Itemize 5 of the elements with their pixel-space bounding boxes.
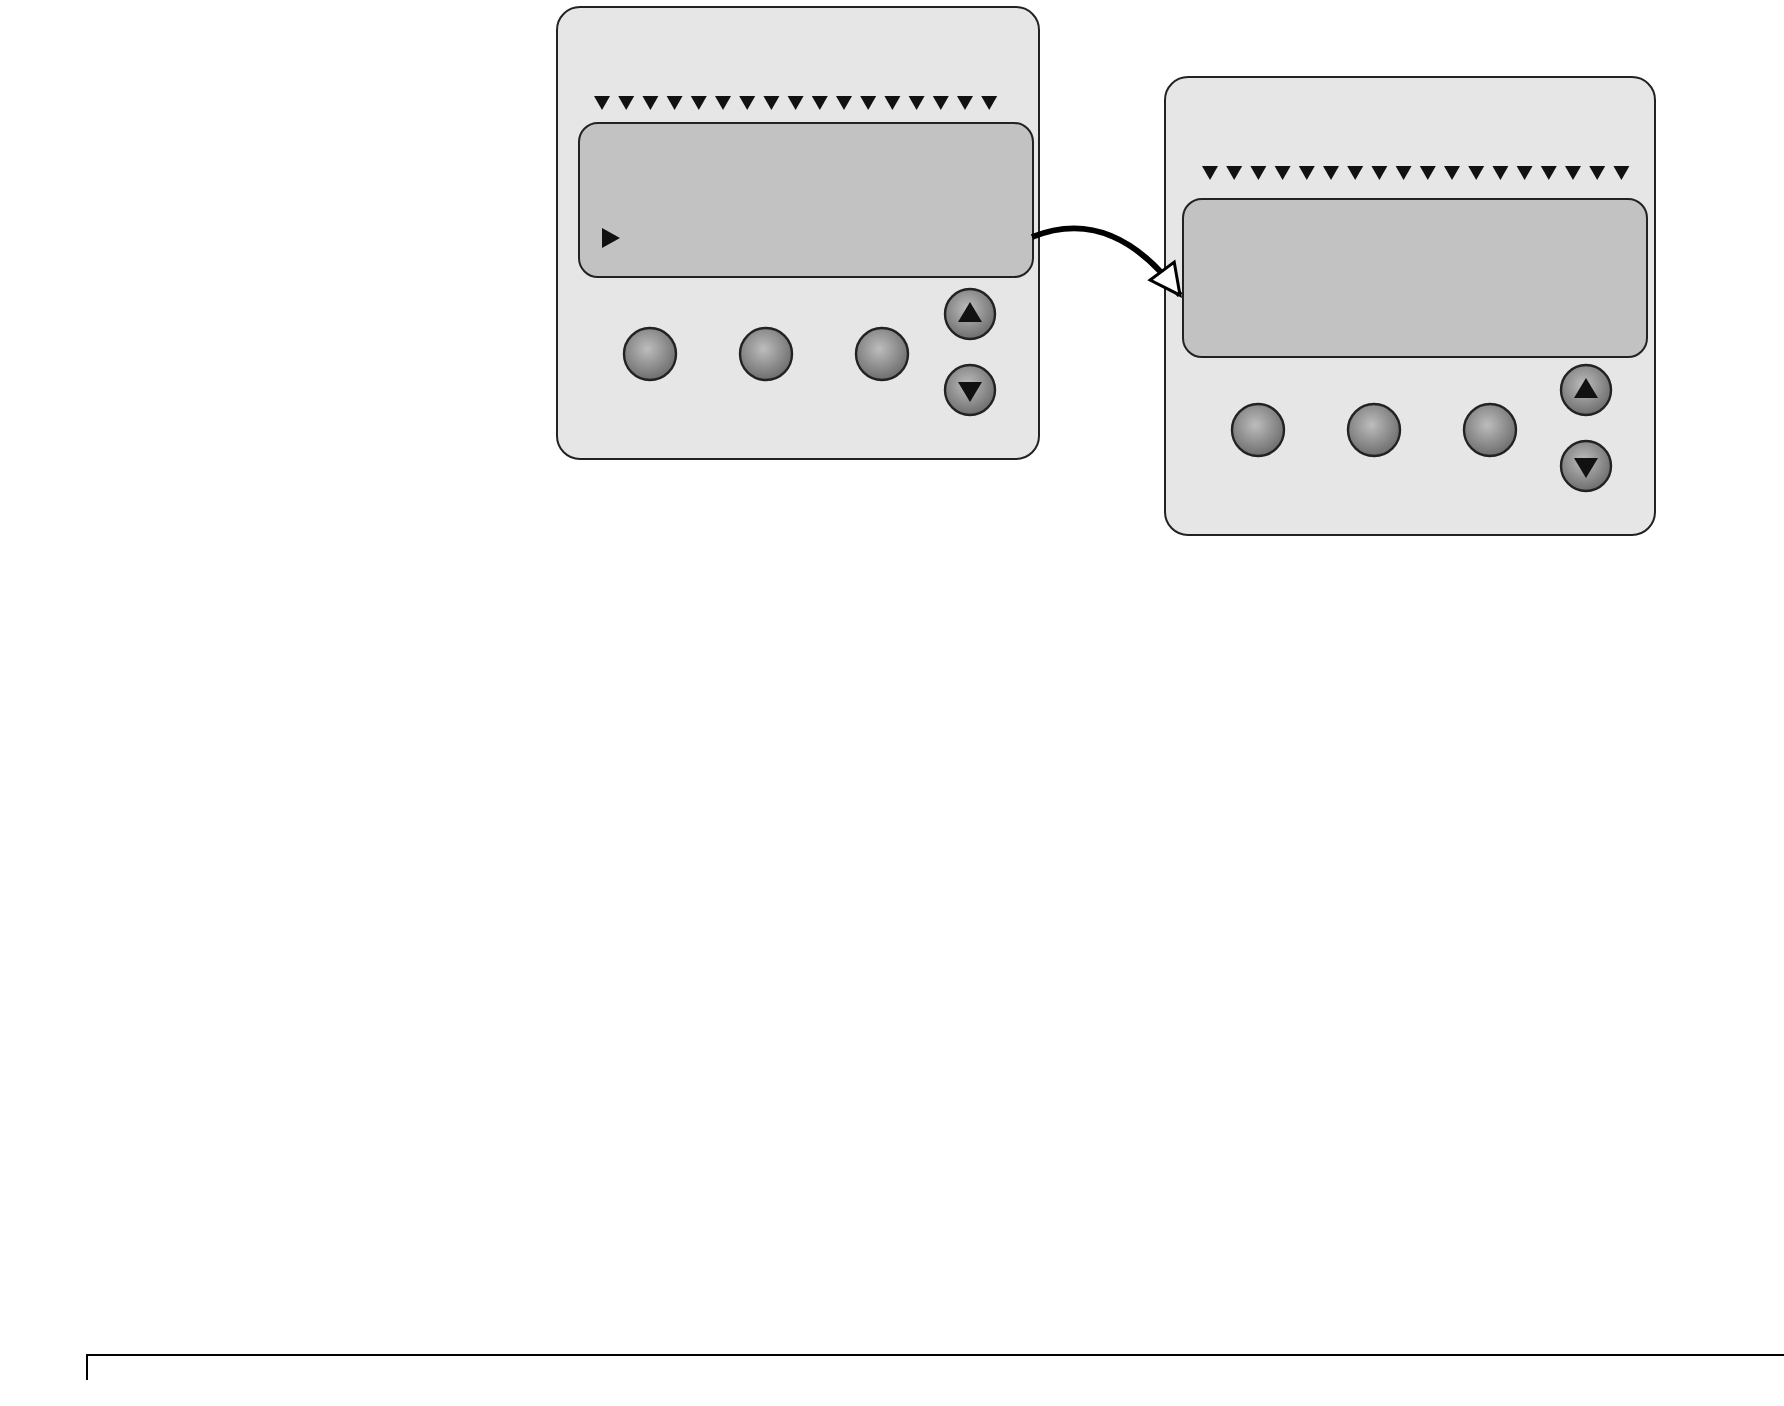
display-screen [1182, 198, 1648, 358]
device-panel [1164, 76, 1656, 536]
device-panel [556, 6, 1040, 460]
display-screen [578, 122, 1034, 278]
curved-arrow [1031, 225, 1183, 298]
